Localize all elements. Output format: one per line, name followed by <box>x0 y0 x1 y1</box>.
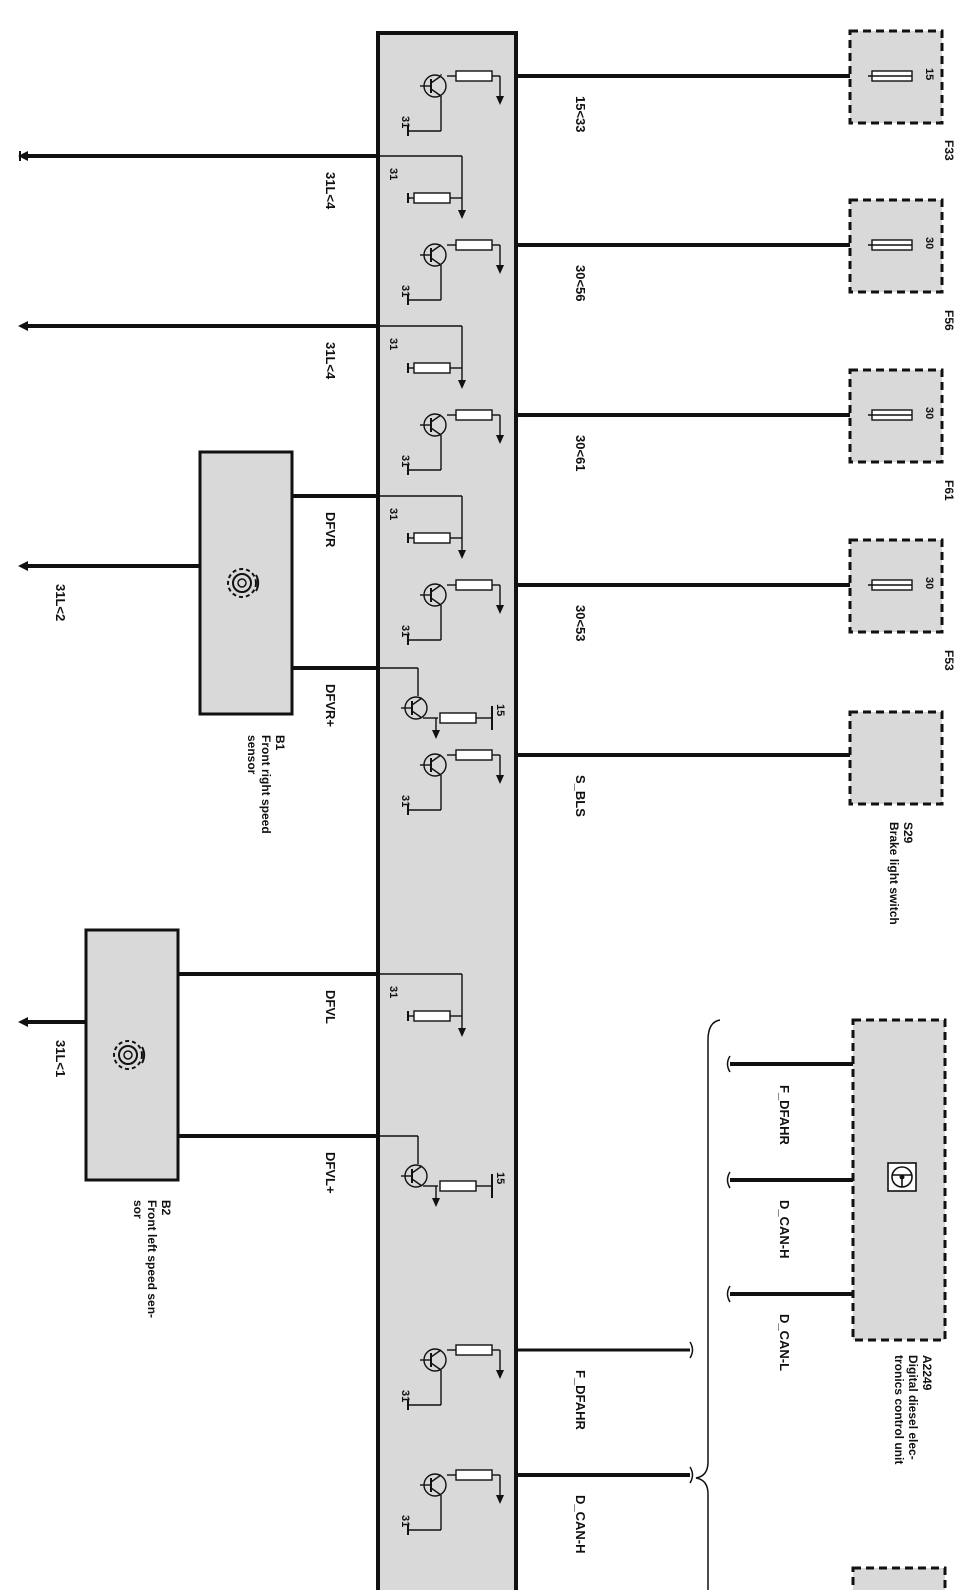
front-right-speed-sensor-b1: B1 Front right speed sensor <box>198 450 294 834</box>
signal-label: DFVL <box>323 990 338 1024</box>
pin-label-30: 30 <box>923 237 935 249</box>
front-left-speed-sensor-b2: B2 Front left speed sen- sor <box>84 928 180 1318</box>
pin-label-31: 31 <box>399 1515 411 1527</box>
component-name: sor <box>131 1200 145 1219</box>
pin-label-31: 31 <box>387 338 399 350</box>
a2249-wires <box>730 1062 853 1296</box>
input-circuit-4: 31 <box>378 973 466 1037</box>
wires-left <box>28 154 378 328</box>
fuse-f53: 30 F53 <box>848 538 956 671</box>
wire-break-mark <box>726 1285 731 1303</box>
wire-break-mark <box>726 1171 731 1189</box>
fuse-f33: 15 F33 <box>848 29 956 161</box>
fuse-label: F53 <box>942 650 956 671</box>
b1-wires <box>28 494 378 670</box>
pin-label-30: 30 <box>923 407 935 419</box>
connection-bracket <box>695 1019 721 1590</box>
brake-light-switch-s29: S29 Brake light switch <box>848 710 944 925</box>
fuse-f56: 30 F56 <box>848 198 956 331</box>
signal-label: 31L<1 <box>53 1040 68 1077</box>
pin-label-15: 15 <box>494 704 506 716</box>
pin-label-31: 31 <box>399 116 411 128</box>
sensor-supply-circuit-2: 15 <box>378 1135 506 1207</box>
signal-label: DFVR <box>323 512 338 548</box>
pin-label-31: 31 <box>399 1390 411 1402</box>
gear-icon <box>227 568 260 598</box>
fuse-label: F61 <box>942 480 956 501</box>
signal-label: 31L<4 <box>323 342 338 380</box>
pin-label-15: 15 <box>923 68 935 80</box>
fuse-label: F56 <box>942 310 956 331</box>
pin-label-31: 31 <box>387 508 399 520</box>
input-circuit-2: 31 <box>378 325 466 389</box>
driver-circuit-7: 31 <box>399 1469 504 1536</box>
pin-label-31: 31 <box>399 455 411 467</box>
component-code: A2249 <box>920 1355 934 1391</box>
signal-label: DFVR+ <box>323 684 338 727</box>
partial-component-box <box>851 1566 947 1590</box>
ground-arrow-icon <box>18 151 28 161</box>
signal-label: D_CAN-H <box>777 1200 792 1259</box>
signal-label: F_DFAHR <box>573 1370 588 1431</box>
pin-label-31: 31 <box>399 285 411 297</box>
pin-label-31: 31 <box>399 625 411 637</box>
signal-label: F_DFAHR <box>777 1085 792 1146</box>
signal-label: 30<53 <box>573 605 588 642</box>
signal-label: DFVL+ <box>323 1152 338 1194</box>
pin-label-31: 31 <box>387 986 399 998</box>
signal-label: 30<61 <box>573 435 588 472</box>
ground-arrow-icon <box>18 1017 28 1027</box>
component-name: Brake light switch <box>887 822 901 925</box>
input-circuit-3: 31 <box>378 495 466 559</box>
signal-label: 15<33 <box>573 96 588 133</box>
signal-label: 31L<2 <box>53 584 68 621</box>
wire-break-mark <box>689 1466 694 1484</box>
input-circuit-1: 31 <box>378 155 466 219</box>
component-name: tronics control unit <box>892 1355 906 1464</box>
steering-wheel-icon <box>887 1162 917 1192</box>
signal-label: 31L<4 <box>323 172 338 210</box>
control-unit-a2249: A2249 Digital diesel elec- tronics contr… <box>851 1018 947 1464</box>
b2-wires <box>28 972 378 1138</box>
ground-arrow-icon <box>18 321 28 331</box>
wire-break-mark <box>689 1341 694 1359</box>
pin-label-31: 31 <box>387 168 399 180</box>
signal-label: S_BLS <box>573 775 588 817</box>
driver-circuit-3: 31 <box>399 409 504 476</box>
driver-circuit-5: 31 <box>399 749 504 816</box>
driver-circuit-4: 31 <box>399 579 504 646</box>
driver-circuit-2: 31 <box>399 239 504 306</box>
component-code: B2 <box>159 1200 173 1216</box>
signal-label: D_CAN-H <box>573 1495 588 1554</box>
signal-label: 30<56 <box>573 265 588 302</box>
component-code: S29 <box>901 822 915 844</box>
signal-label: D_CAN-L <box>777 1314 792 1371</box>
control-module-box <box>376 31 518 1590</box>
wires-right <box>516 74 868 1477</box>
component-name: sensor <box>245 735 259 775</box>
sensor-supply-circuit-1: 15 <box>378 667 506 739</box>
component-code: B1 <box>273 735 287 751</box>
component-name: Digital diesel elec- <box>906 1355 920 1460</box>
gear-icon <box>113 1040 146 1070</box>
pin-label-30: 30 <box>923 577 935 589</box>
fuse-label: F33 <box>942 140 956 161</box>
driver-circuit-1: 31 <box>399 70 504 137</box>
ground-arrow-icon <box>18 561 28 571</box>
pin-label-15: 15 <box>494 1172 506 1184</box>
component-name: Front right speed <box>259 735 273 834</box>
component-name: Front left speed sen- <box>145 1200 159 1318</box>
wire-break-mark <box>726 1055 731 1073</box>
pin-label-31: 31 <box>399 795 411 807</box>
fuse-f61: 30 F61 <box>848 368 956 501</box>
driver-circuit-6: 31 <box>399 1344 504 1411</box>
